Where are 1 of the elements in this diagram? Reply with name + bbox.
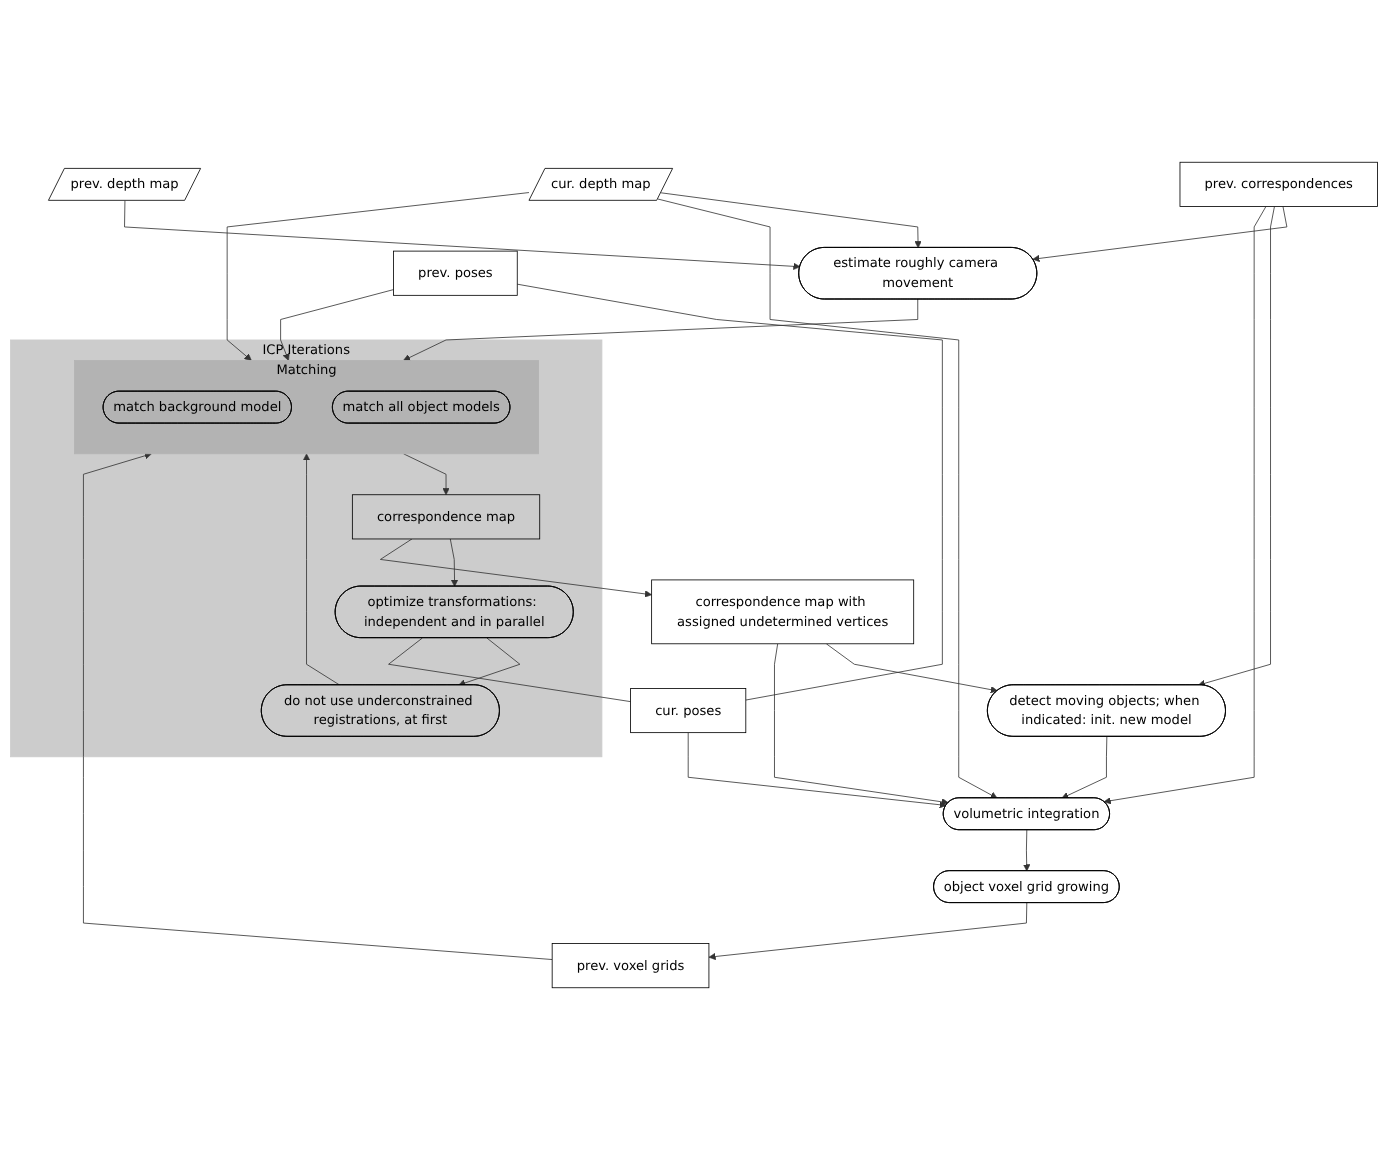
connector	[516, 283, 943, 701]
